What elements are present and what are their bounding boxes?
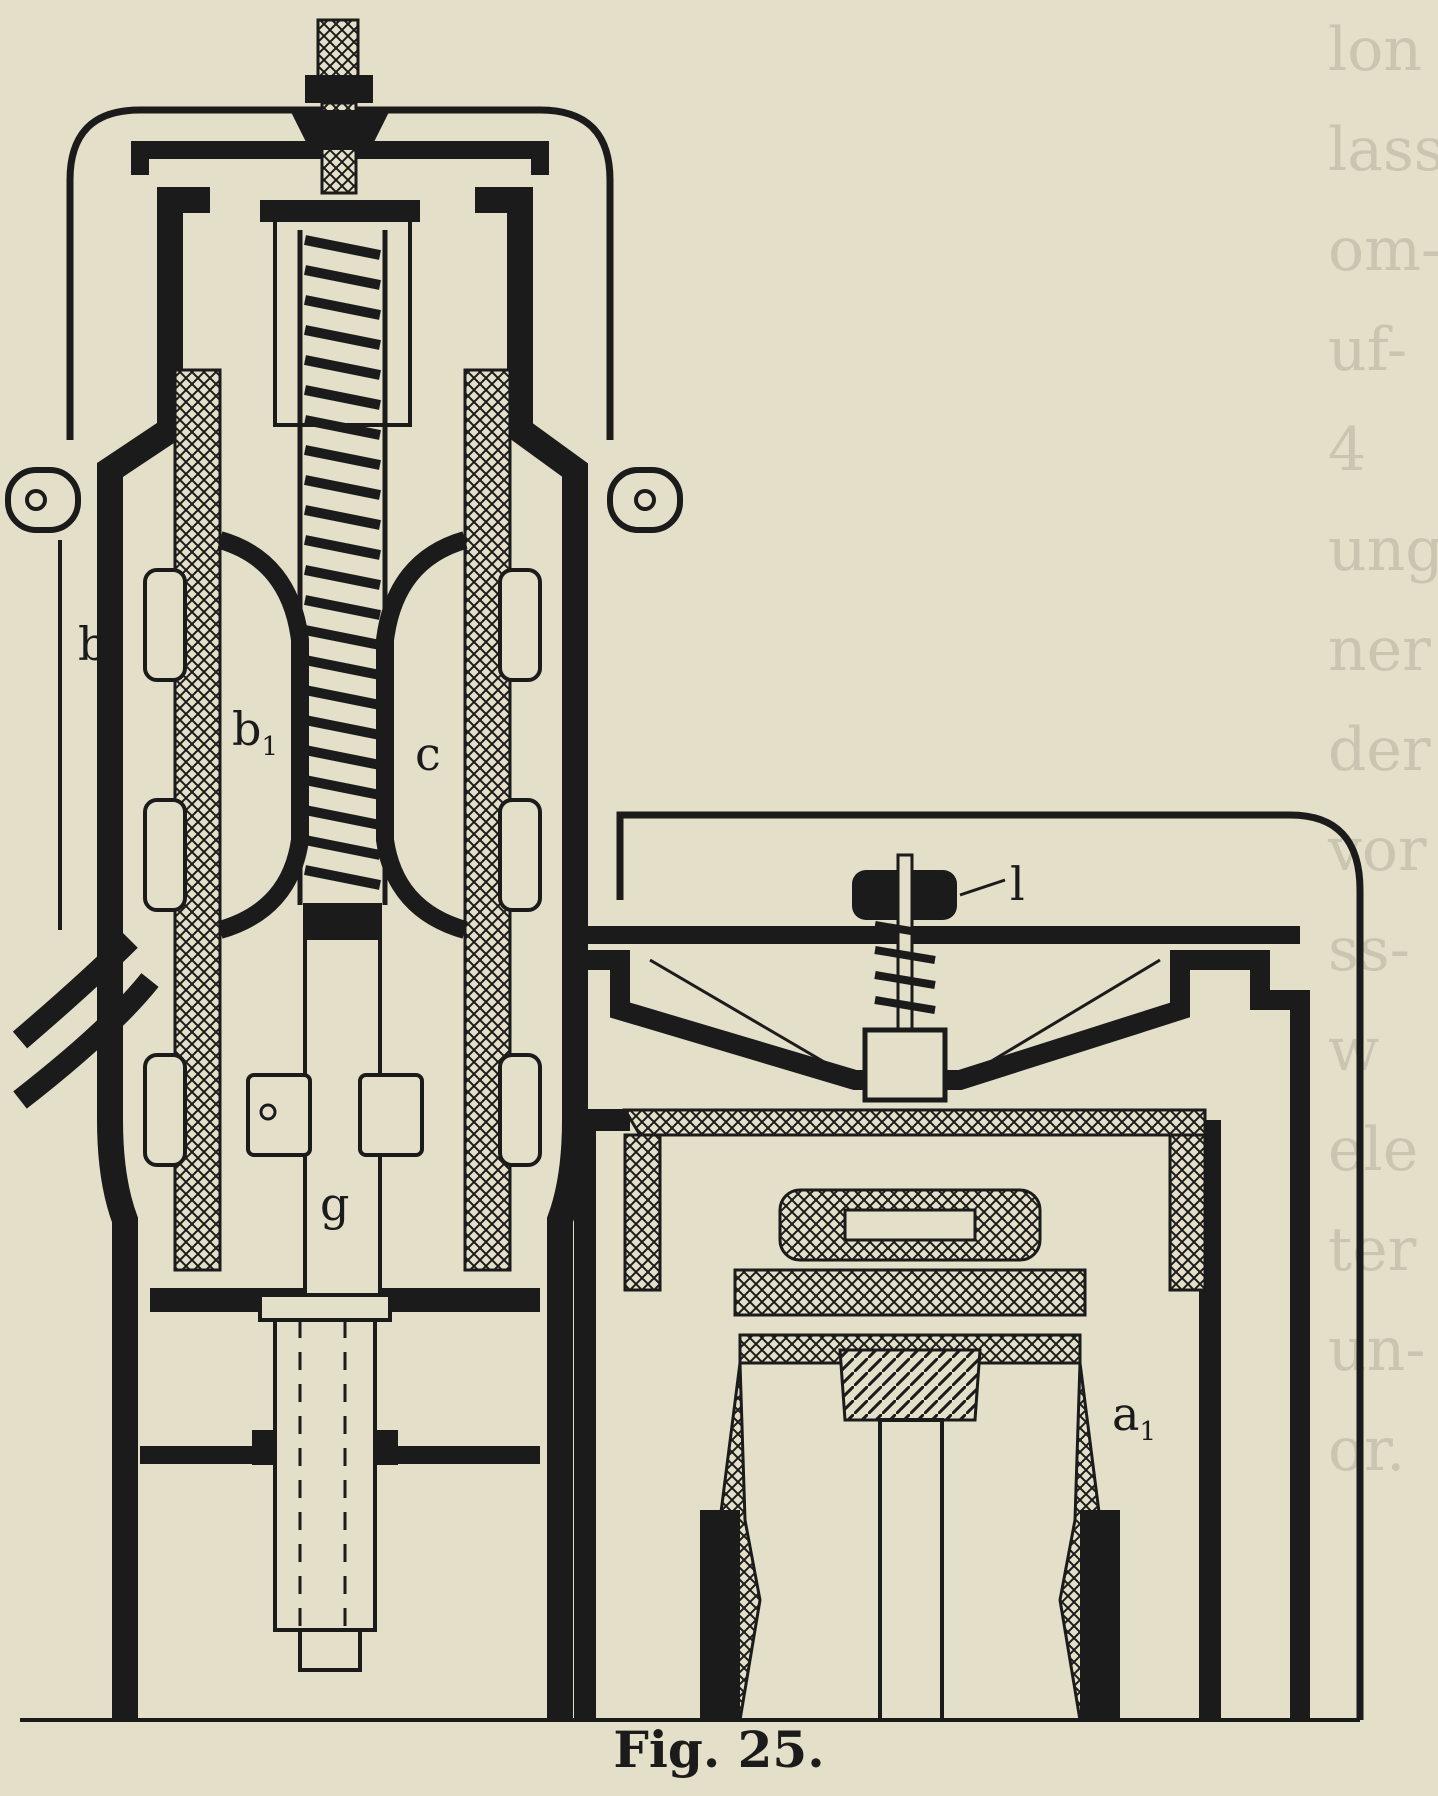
spring-tube-walls (297, 230, 388, 905)
bleed-line: 4 (1328, 415, 1367, 485)
bleed-line: vor (1328, 815, 1427, 885)
right-cover-outline (616, 811, 1364, 1720)
valve-stem (246, 903, 424, 1672)
label-b1-base: b (232, 702, 261, 756)
label-b: b (78, 617, 107, 671)
bleed-line: ter (1328, 1215, 1417, 1285)
label-g: g (320, 1177, 349, 1231)
spring-cap (260, 200, 420, 222)
bleed-line: ung (1328, 515, 1438, 585)
bleed-line: lass (1328, 115, 1438, 185)
left-lug (5, 467, 81, 533)
guide-blocks (143, 568, 542, 1167)
bleed-line: ss- (1328, 915, 1410, 985)
label-a1: a1 (1112, 1387, 1156, 1447)
label-a1-base: a (1112, 1387, 1139, 1441)
page-bleed-through-text: lon lass om-uf- 4 ung ner der vor ss-w ele ter un-o… (1308, 0, 1438, 1700)
main-spring (304, 235, 381, 890)
bleed-line: uf- (1328, 315, 1407, 385)
inlet-pipe (12, 932, 159, 1109)
bleed-line: lon (1328, 15, 1422, 85)
bleed-line: un- (1328, 1315, 1426, 1385)
adjusting-screw (290, 18, 390, 195)
bleed-line: om- (1328, 215, 1438, 285)
label-a1-sub: 1 (1139, 1417, 1156, 1447)
bleed-line: der (1328, 715, 1431, 785)
basin-diagonals (649, 958, 1161, 1082)
figure-caption: Fig. 25. (613, 1720, 825, 1779)
relief-cap-l (852, 853, 1006, 1103)
label-b1-sub: 1 (261, 732, 278, 762)
bleed-line: ele (1328, 1115, 1419, 1185)
right-chamber-inner-wall (574, 1109, 1221, 1720)
label-b1: b1 (232, 702, 278, 762)
right-housing-outer-wall (475, 187, 588, 1720)
right-inner-basin (580, 950, 1310, 1720)
right-lug (607, 467, 683, 533)
bleed-line: or. (1328, 1415, 1406, 1485)
label-l: l (1010, 857, 1025, 911)
label-c: c (415, 727, 441, 781)
left-housing-outer-wall (97, 187, 210, 1720)
bleed-line: w (1328, 1015, 1380, 1085)
bleed-line: ner (1328, 615, 1431, 685)
